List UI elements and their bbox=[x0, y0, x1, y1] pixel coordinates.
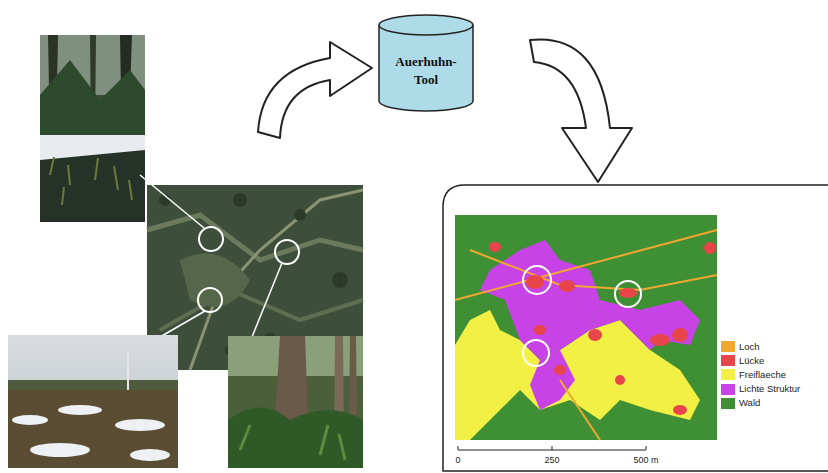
legend-swatch bbox=[721, 341, 735, 352]
curved-arrow bbox=[258, 42, 372, 138]
curved-arrow bbox=[530, 39, 632, 182]
legend-text: Freiflaeche bbox=[739, 369, 786, 381]
scale-label: 0 bbox=[455, 455, 460, 465]
legend-swatch bbox=[721, 398, 735, 409]
photo-tree bbox=[228, 336, 363, 468]
scale-label: 250 bbox=[544, 455, 559, 465]
node-label: Auerhuhn- Tool bbox=[391, 53, 461, 88]
legend-swatch bbox=[721, 384, 735, 395]
node-body: Auerhuhn- Tool bbox=[378, 34, 474, 108]
legend-swatch bbox=[721, 355, 735, 366]
legend-text: Wald bbox=[739, 397, 760, 409]
habitat-map bbox=[455, 215, 717, 440]
legend-swatch bbox=[721, 369, 735, 380]
map-frame bbox=[443, 185, 828, 471]
photo-heath bbox=[8, 335, 178, 468]
legend-text: Loch bbox=[739, 341, 760, 353]
legend-text: Lücke bbox=[739, 355, 764, 367]
legend-text: Lichte Struktur bbox=[739, 383, 800, 395]
scale-bar bbox=[458, 446, 646, 450]
photo-bog bbox=[40, 35, 145, 222]
scale-label: 500 m bbox=[633, 455, 658, 465]
database-cylinder: Auerhuhn- Tool bbox=[378, 14, 474, 112]
